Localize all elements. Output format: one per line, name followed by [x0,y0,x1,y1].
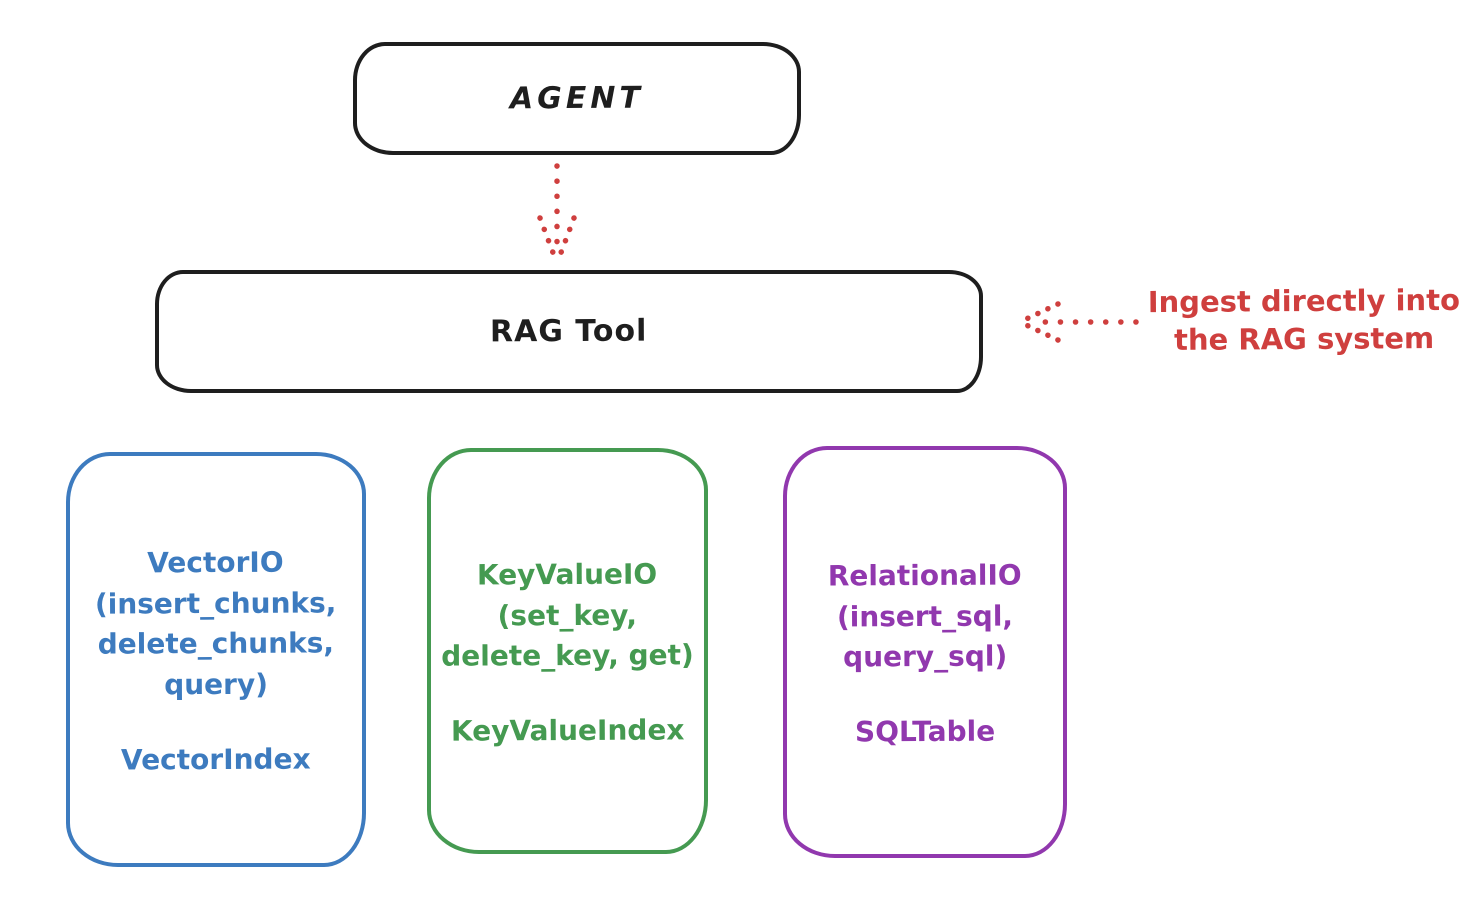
relational-io-label: RelationalIO (insert_sql, query_sql) [827,558,1022,674]
sql-table-label: SQLTable [854,715,996,749]
vector-io-box: VectorIO (insert_chunks, delete_chunks, … [66,452,366,867]
rag-tool-label: RAG Tool [490,313,648,350]
agent-box: AGENT [353,42,801,155]
rag-tool-box: RAG Tool [155,270,983,393]
agent-label: AGENT [509,80,645,117]
relational-io-box: RelationalIO (insert_sql, query_sql) SQL… [783,446,1067,858]
vector-io-label: VectorIO (insert_chunks, delete_chunks, … [95,545,337,701]
keyvalue-io-box: KeyValueIO (set_key, delete_key, get) Ke… [427,448,708,854]
ingest-annotation: Ingest directly into the RAG system [1147,282,1461,358]
vector-index-label: VectorIndex [121,742,311,777]
keyvalue-index-label: KeyValueIndex [450,713,685,749]
keyvalue-io-label: KeyValueIO (set_key, delete_key, get) [441,557,695,673]
agent-to-rag-arrow [537,163,577,261]
annotation-to-rag-arrow [1019,301,1139,343]
